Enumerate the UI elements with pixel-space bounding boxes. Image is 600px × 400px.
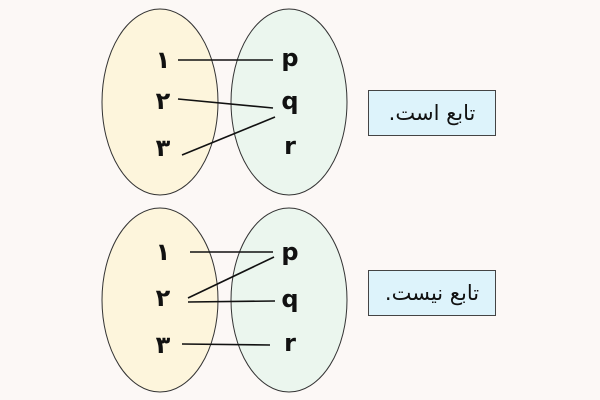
mapping-arrow [187, 300, 276, 303]
domain-set [101, 207, 219, 393]
mapping-arrow [177, 98, 274, 109]
codomain-element: r [284, 329, 296, 357]
caption-is-function: تابع است. [368, 90, 496, 136]
codomain-element: r [284, 132, 296, 160]
codomain-element: p [281, 44, 298, 72]
diagram-not-function: ۱ ۲ ۳ p q r [101, 207, 348, 393]
mapping-arrow [181, 116, 276, 156]
domain-element: ۲ [156, 87, 171, 115]
codomain-set [230, 207, 348, 393]
domain-element: ۱ [156, 238, 171, 266]
codomain-element: p [281, 238, 298, 266]
mapping-arrow [187, 256, 275, 299]
domain-element: ۲ [156, 284, 171, 312]
mapping-arrow [181, 343, 271, 346]
codomain-element: q [281, 87, 298, 115]
codomain-set [230, 8, 348, 196]
caption-not-function: تابع نیست. [368, 270, 496, 316]
domain-element: ۳ [156, 331, 171, 359]
diagram-function: ۱ ۲ ۳ p q r [101, 8, 348, 196]
domain-element: ۱ [156, 46, 171, 74]
codomain-element: q [281, 285, 298, 313]
domain-element: ۳ [156, 134, 171, 162]
